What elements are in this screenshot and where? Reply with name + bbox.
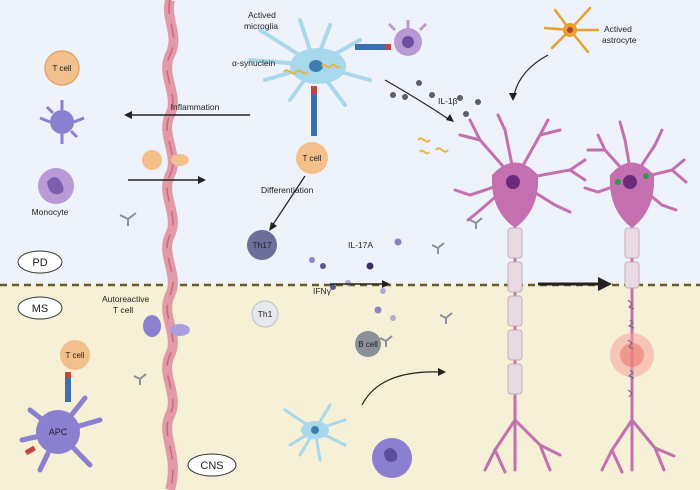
progression-arrow — [538, 277, 612, 291]
il1b-cytokines — [390, 80, 481, 117]
microglia-label-line1: Actived — [248, 10, 276, 20]
th1-cell: Th1 — [251, 300, 279, 328]
b-cell: B cell — [355, 331, 381, 357]
antibodies-cns — [133, 217, 483, 385]
t-cell-migrating — [142, 150, 189, 170]
svg-text:CNS: CNS — [200, 460, 223, 472]
monocyte: Monocyte — [32, 168, 74, 217]
th17-label: Th17 — [252, 240, 272, 250]
b-cell-label: B cell — [358, 340, 378, 349]
demyelination-lesion — [610, 333, 654, 377]
microglia-tcr-complex — [355, 44, 391, 50]
cns-section-label: CNS — [187, 453, 237, 477]
activated-astrocyte: Actived astrocyte — [543, 6, 637, 54]
th1-label: Th1 — [258, 309, 273, 319]
macrophage-arrow — [361, 368, 446, 406]
apc-cell: APC — [19, 395, 103, 473]
svg-text:MS: MS — [32, 303, 49, 315]
ifng-label: IFNγ — [313, 286, 332, 296]
activated-microglia: Actived microglia α-synuclein — [232, 10, 372, 107]
autoreactive-label-line2: T cell — [113, 305, 133, 315]
svg-text:PD: PD — [32, 257, 47, 269]
inflammation-label: Inflammation — [171, 102, 220, 112]
astrocyte-label-line1: Actived — [604, 24, 632, 34]
migration-arrow — [128, 176, 206, 184]
pd-section-label: PD — [17, 250, 63, 274]
il1b-label: IL-1β — [438, 96, 458, 106]
ifng-arrow — [330, 280, 390, 288]
blood-vessel-wall — [162, 0, 179, 490]
neuron-damaged — [583, 120, 688, 474]
t-cell-microglia: T cell — [296, 142, 328, 174]
alpha-synuclein-label: α-synuclein — [232, 58, 275, 68]
apc-label: APC — [49, 427, 68, 437]
autoreactive-label-line1: Autoreactive — [102, 294, 150, 304]
monocyte-label: Monocyte — [32, 207, 69, 217]
apc-cell-top — [387, 20, 428, 56]
apc-tcr-complex — [65, 372, 71, 402]
t-cell-label-3: T cell — [66, 351, 85, 360]
t-cell-label-2: T cell — [303, 154, 322, 163]
tcr-vertical — [311, 86, 317, 136]
macrophage — [372, 438, 412, 478]
t-cell-label: T cell — [53, 64, 72, 73]
differentiation-label: Differentiation — [261, 185, 314, 195]
astrocyte-arrow — [509, 54, 549, 101]
th17-cell: Th17 — [247, 230, 277, 260]
dendritic-cell-blood — [39, 100, 85, 144]
t-cell-ms: T cell — [60, 340, 90, 370]
t-cell-blood: T cell — [44, 50, 80, 86]
il17a-label: IL-17A — [348, 240, 373, 250]
neuron-healthy — [453, 113, 587, 474]
ms-section-label: MS — [17, 296, 63, 320]
inflammation-arrow: Inflammation — [124, 102, 250, 119]
resting-microglia — [283, 403, 347, 462]
astrocyte-label-line2: astrocyte — [602, 35, 637, 45]
autoreactive-t-cell — [143, 315, 190, 337]
antibody-icon — [119, 212, 137, 226]
differentiation-arrow: Differentiation — [261, 175, 314, 231]
il1b-arrow — [384, 79, 454, 122]
alpha-synuclein-aggregates — [283, 63, 449, 155]
ms-region — [0, 285, 700, 490]
microglia-label-line2: microglia — [244, 21, 278, 31]
